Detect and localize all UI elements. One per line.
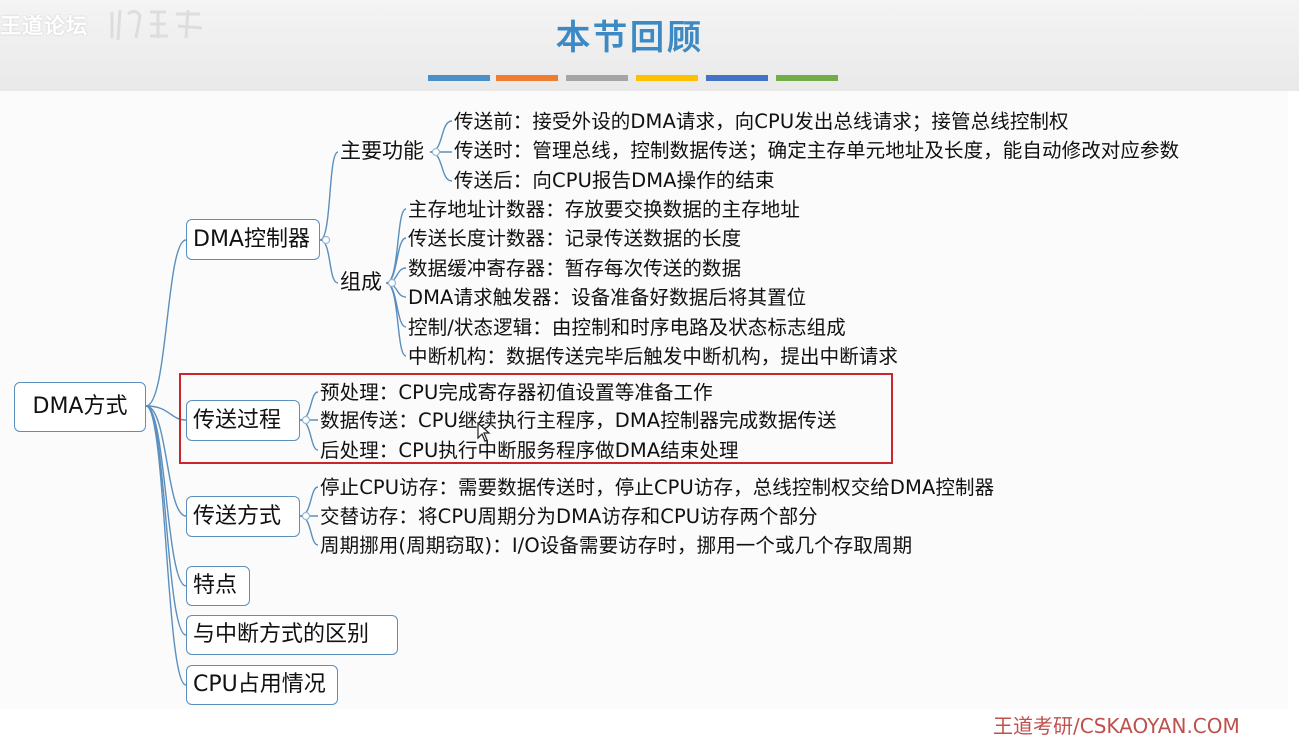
- node-vs-interrupt: 与中断方式的区别: [186, 615, 398, 655]
- connector-root-to-dma-controller: [145, 239, 187, 407]
- connector-root-to-cpu-usage: [145, 405, 187, 686]
- page-title: 本节回顾: [556, 18, 704, 58]
- node-transfer-modes: 传送方式: [186, 496, 300, 537]
- watermark-text: 王道论坛: [0, 14, 88, 38]
- accent-bar-1: [428, 75, 490, 81]
- node-transfer-process-label: 传送过程: [193, 407, 282, 433]
- accent-bar-6: [776, 75, 838, 81]
- composition-item-request-trigger: DMA请求触发器：设备准备好数据后将其置位: [408, 286, 807, 309]
- process-item-data-transfer: 数据传送：CPU继续执行主程序，DMA控制器完成数据传送: [320, 409, 837, 432]
- accent-bar-2: [496, 75, 558, 81]
- connector-root-to-transfer-process: [145, 405, 187, 421]
- function-item-after: 传送后：向CPU报告DMA操作的结束: [454, 169, 775, 192]
- connector-root-to-transfer-modes: [145, 405, 187, 517]
- composition-item-interrupt-unit: 中断机构：数据传送完毕后触发中断机构，提出中断请求: [408, 345, 899, 368]
- watermark-logo: [106, 4, 210, 44]
- composition-item-length-counter: 传送长度计数器：记录传送数据的长度: [408, 227, 742, 250]
- footer-brand: 王道考研/CSKAOYAN.COM: [993, 714, 1240, 738]
- connector-dma-to-functions: [319, 151, 339, 241]
- composition-item-data-buffer: 数据缓冲寄存器：暂存每次传送的数据: [408, 257, 742, 280]
- node-dma-controller: DMA控制器: [186, 219, 320, 260]
- composition-item-address-counter: 主存地址计数器：存放要交换数据的主存地址: [408, 198, 801, 221]
- node-cpu-usage: CPU占用情况: [186, 665, 338, 705]
- composition-item-control-logic: 控制/状态逻辑：由控制和时序电路及状态标志组成: [408, 316, 846, 339]
- root-node-dma-mode: DMA方式: [14, 382, 146, 432]
- mouse-cursor-icon: [477, 421, 491, 446]
- label-composition: 组成: [340, 270, 382, 294]
- mode-item-stop-cpu: 停止CPU访存：需要数据传送时，停止CPU访存，总线控制权交给DMA控制器: [320, 476, 995, 499]
- label-main-functions: 主要功能: [340, 139, 424, 163]
- process-item-preprocessing: 预处理：CPU完成寄存器初值设置等准备工作: [320, 381, 713, 404]
- node-cpu-usage-label: CPU占用情况: [193, 672, 326, 697]
- node-transfer-modes-label: 传送方式: [193, 503, 282, 529]
- highlight-box-transfer-process: [179, 373, 893, 464]
- root-node-label: DMA方式: [32, 394, 128, 419]
- node-vs-interrupt-label: 与中断方式的区别: [193, 622, 370, 647]
- accent-bar-5: [706, 75, 768, 81]
- accent-bar-3: [566, 75, 628, 81]
- function-item-during: 传送时：管理总线，控制数据传送；确定主存单元地址及长度，能自动修改对应参数: [454, 139, 1180, 162]
- connector-composition-items: [385, 208, 407, 357]
- node-dma-controller-label: DMA控制器: [193, 226, 310, 252]
- node-features-label: 特点: [193, 573, 238, 598]
- function-item-before: 传送前：接受外设的DMA请求，向CPU发出总线请求；接管总线控制权: [454, 110, 1069, 133]
- connector-dma-to-composition: [319, 239, 339, 284]
- process-item-postprocessing: 后处理：CPU执行中断服务程序做DMA结束处理: [320, 439, 739, 462]
- accent-bar-4: [636, 75, 698, 81]
- node-transfer-process: 传送过程: [186, 400, 300, 441]
- mode-item-cycle-stealing: 周期挪用(周期窃取)：I/O设备需要访存时，挪用一个或几个存取周期: [320, 534, 913, 557]
- node-features: 特点: [186, 566, 250, 606]
- mode-item-alternate: 交替访存：将CPU周期分为DMA访存和CPU访存两个部分: [320, 505, 818, 528]
